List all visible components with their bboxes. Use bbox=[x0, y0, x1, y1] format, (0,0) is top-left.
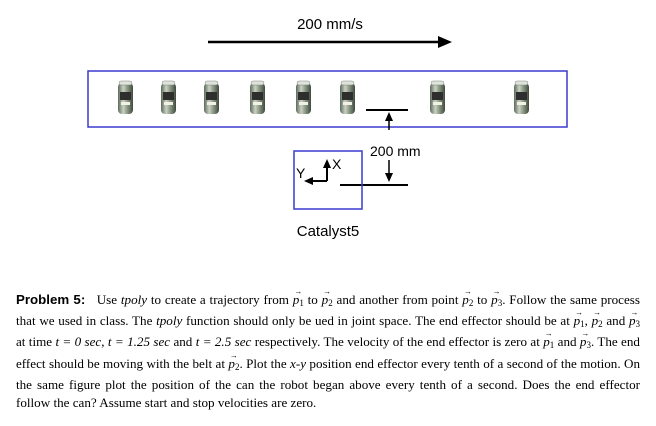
time-value: t = 1.25 sec bbox=[107, 334, 171, 350]
dimension-marker bbox=[340, 109, 408, 186]
time-value: t = 0 sec bbox=[55, 334, 102, 350]
problem-text: at time bbox=[16, 334, 53, 350]
point-p1: p1 bbox=[574, 304, 585, 333]
point-p3: p3 bbox=[580, 325, 591, 354]
can bbox=[430, 80, 445, 114]
can bbox=[204, 80, 219, 114]
problem-text: position end effector every tenth of a s… bbox=[16, 355, 640, 411]
can bbox=[250, 80, 265, 114]
dimension-label: 200 mm bbox=[370, 143, 421, 159]
robot-label: Catalyst5 bbox=[297, 223, 360, 240]
problem-heading: Problem 5: bbox=[16, 292, 86, 307]
problem-text: . Plot the bbox=[239, 355, 287, 371]
robot-base-box bbox=[293, 150, 363, 210]
point-p2: p2 bbox=[462, 283, 473, 312]
function-name: tpoly bbox=[120, 292, 148, 307]
point-p2: p2 bbox=[322, 283, 333, 312]
conveyor-belt bbox=[87, 70, 568, 128]
point-p2: p2 bbox=[228, 347, 239, 376]
function-name: tpoly bbox=[156, 313, 183, 329]
problem-statement: Problem 5: Use tpoly to create a traject… bbox=[16, 283, 640, 412]
can bbox=[118, 80, 133, 114]
y-axis-label: Y bbox=[296, 165, 306, 181]
point-p1: p1 bbox=[543, 325, 554, 354]
point-p3: p3 bbox=[629, 304, 640, 333]
can bbox=[296, 80, 311, 114]
time-value: t = 2.5 sec bbox=[195, 334, 252, 350]
problem-text: to bbox=[477, 292, 488, 307]
coordinate-axes bbox=[304, 159, 331, 185]
belt-speed-label: 200 mm/s bbox=[297, 16, 363, 33]
point-p3: p3 bbox=[491, 283, 502, 312]
belt-direction-arrow bbox=[208, 36, 452, 48]
problem-text: and bbox=[557, 334, 577, 350]
problem-text: Use bbox=[96, 292, 118, 307]
problem-text: and bbox=[173, 334, 193, 350]
conveyor-figure: 200 mm/s bbox=[87, 16, 568, 240]
point-p1: p1 bbox=[293, 283, 304, 312]
x-axis-label: X bbox=[332, 156, 342, 172]
point-p2: p2 bbox=[592, 304, 603, 333]
problem-text: to create a trajectory from bbox=[150, 292, 289, 307]
can bbox=[340, 80, 355, 114]
problem-text: . The end effect should be moving with t… bbox=[16, 334, 640, 371]
can bbox=[514, 80, 529, 114]
problem-text: and bbox=[606, 313, 626, 329]
problem-text: respectively. The velocity of the end ef… bbox=[254, 334, 540, 350]
problem-text: and another from point bbox=[336, 292, 459, 307]
xy-term: x-y bbox=[290, 355, 307, 371]
problem-text: . Follow the same process that we used i… bbox=[16, 292, 640, 329]
can bbox=[161, 80, 176, 114]
problem-text: to bbox=[307, 292, 318, 307]
problem-text: function should only be ued in joint spa… bbox=[186, 313, 570, 329]
